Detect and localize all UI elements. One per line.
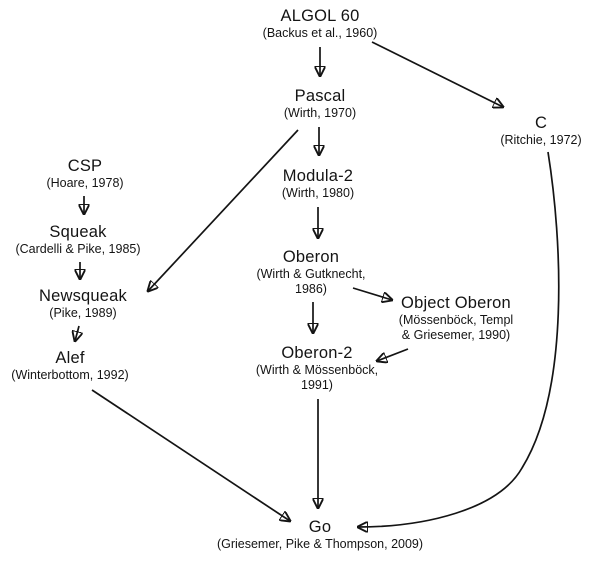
- node-pascal: Pascal (Wirth, 1970): [260, 86, 380, 121]
- edge-newsqueak-alef: [75, 325, 79, 341]
- node-newsqueak: Newsqueak (Pike, 1989): [18, 286, 148, 321]
- node-citation: (Wirth & Mössenböck, 1991): [255, 363, 379, 392]
- node-label: Modula-2: [282, 167, 354, 185]
- node-oberon2: Oberon-2 (Wirth & Mössenböck, 1991): [240, 343, 394, 393]
- node-algol60: ALGOL 60 (Backus et al., 1960): [240, 6, 400, 41]
- edge-algol60-c: [371, 41, 503, 107]
- edge-pascal-newsqueak: [148, 129, 299, 291]
- node-csp: CSP (Hoare, 1978): [25, 156, 145, 191]
- node-go: Go (Griesemer, Pike & Thompson, 2009): [190, 517, 450, 552]
- node-label: ALGOL 60: [280, 7, 360, 25]
- node-label: Go: [308, 518, 332, 536]
- node-label: Oberon-2: [281, 344, 353, 362]
- node-object-oberon: Object Oberon (Mössenböck, Templ & Gries…: [378, 293, 534, 343]
- node-c: C (Ritchie, 1972): [481, 113, 600, 148]
- node-label: Alef: [55, 349, 85, 367]
- node-label: Pascal: [294, 87, 346, 105]
- node-alef: Alef (Winterbottom, 1992): [0, 348, 140, 383]
- node-citation: (Ritchie, 1972): [500, 133, 582, 147]
- node-label: Object Oberon: [401, 294, 511, 312]
- node-citation: (Backus et al., 1960): [262, 26, 378, 40]
- node-label: CSP: [67, 157, 103, 175]
- node-label: Oberon: [282, 248, 340, 266]
- node-modula2: Modula-2 (Wirth, 1980): [258, 166, 378, 201]
- node-oberon: Oberon (Wirth & Gutknecht, 1986): [240, 247, 382, 297]
- edge-objectoberon-oberon2: [377, 348, 409, 361]
- node-citation: (Hoare, 1978): [46, 176, 124, 190]
- node-citation: (Wirth & Gutknecht, 1986): [256, 267, 366, 296]
- node-label: C: [534, 114, 548, 132]
- edge-c-go: [358, 151, 560, 527]
- edge-oberon-objectoberon: [352, 287, 392, 300]
- node-citation: (Winterbottom, 1992): [11, 368, 129, 382]
- node-citation: (Pike, 1989): [49, 306, 117, 320]
- node-label: Newsqueak: [38, 287, 127, 305]
- node-citation: (Griesemer, Pike & Thompson, 2009): [216, 537, 424, 551]
- node-label: Squeak: [49, 223, 107, 241]
- node-citation: (Wirth, 1980): [281, 186, 355, 200]
- edge-alef-go: [91, 389, 290, 521]
- node-citation: (Wirth, 1970): [283, 106, 357, 120]
- node-squeak: Squeak (Cardelli & Pike, 1985): [0, 222, 156, 257]
- node-citation: (Mössenböck, Templ & Griesemer, 1990): [398, 313, 514, 342]
- node-citation: (Cardelli & Pike, 1985): [15, 242, 141, 256]
